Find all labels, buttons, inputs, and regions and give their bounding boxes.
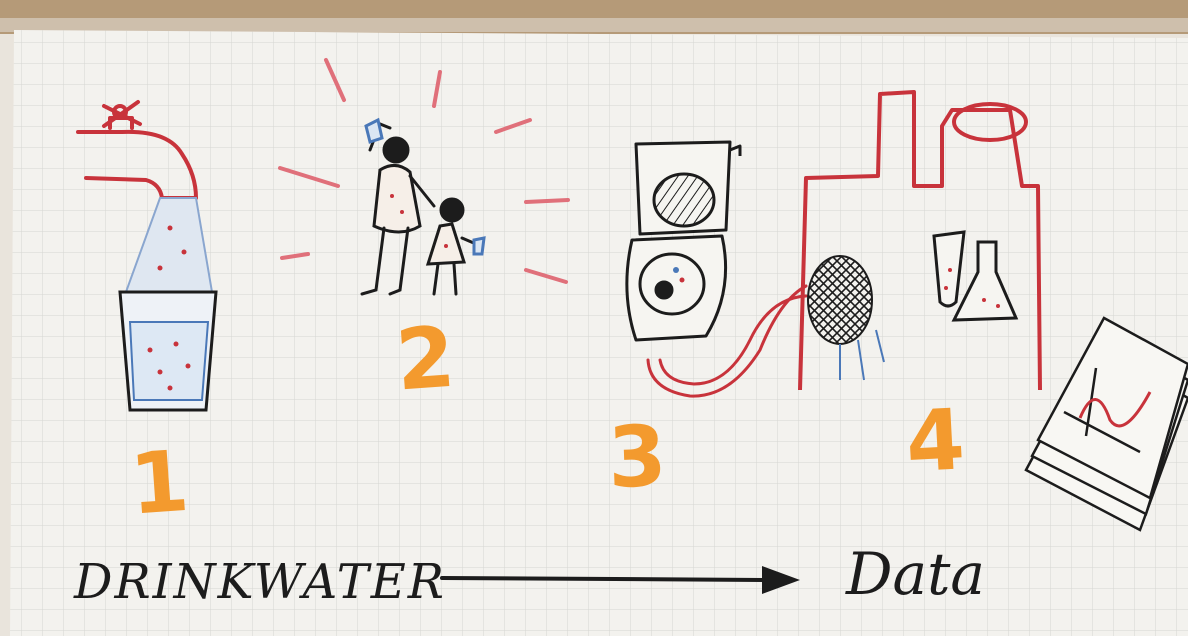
drinkwater-label: DRINKWATER bbox=[73, 554, 446, 610]
step-number-1: 1 bbox=[127, 432, 192, 534]
glass-icon bbox=[120, 292, 216, 410]
step-number-3: 3 bbox=[606, 407, 668, 507]
step-number-2: 2 bbox=[393, 308, 458, 410]
step-number-4: 4 bbox=[904, 390, 968, 491]
data-label: Data bbox=[845, 540, 985, 608]
